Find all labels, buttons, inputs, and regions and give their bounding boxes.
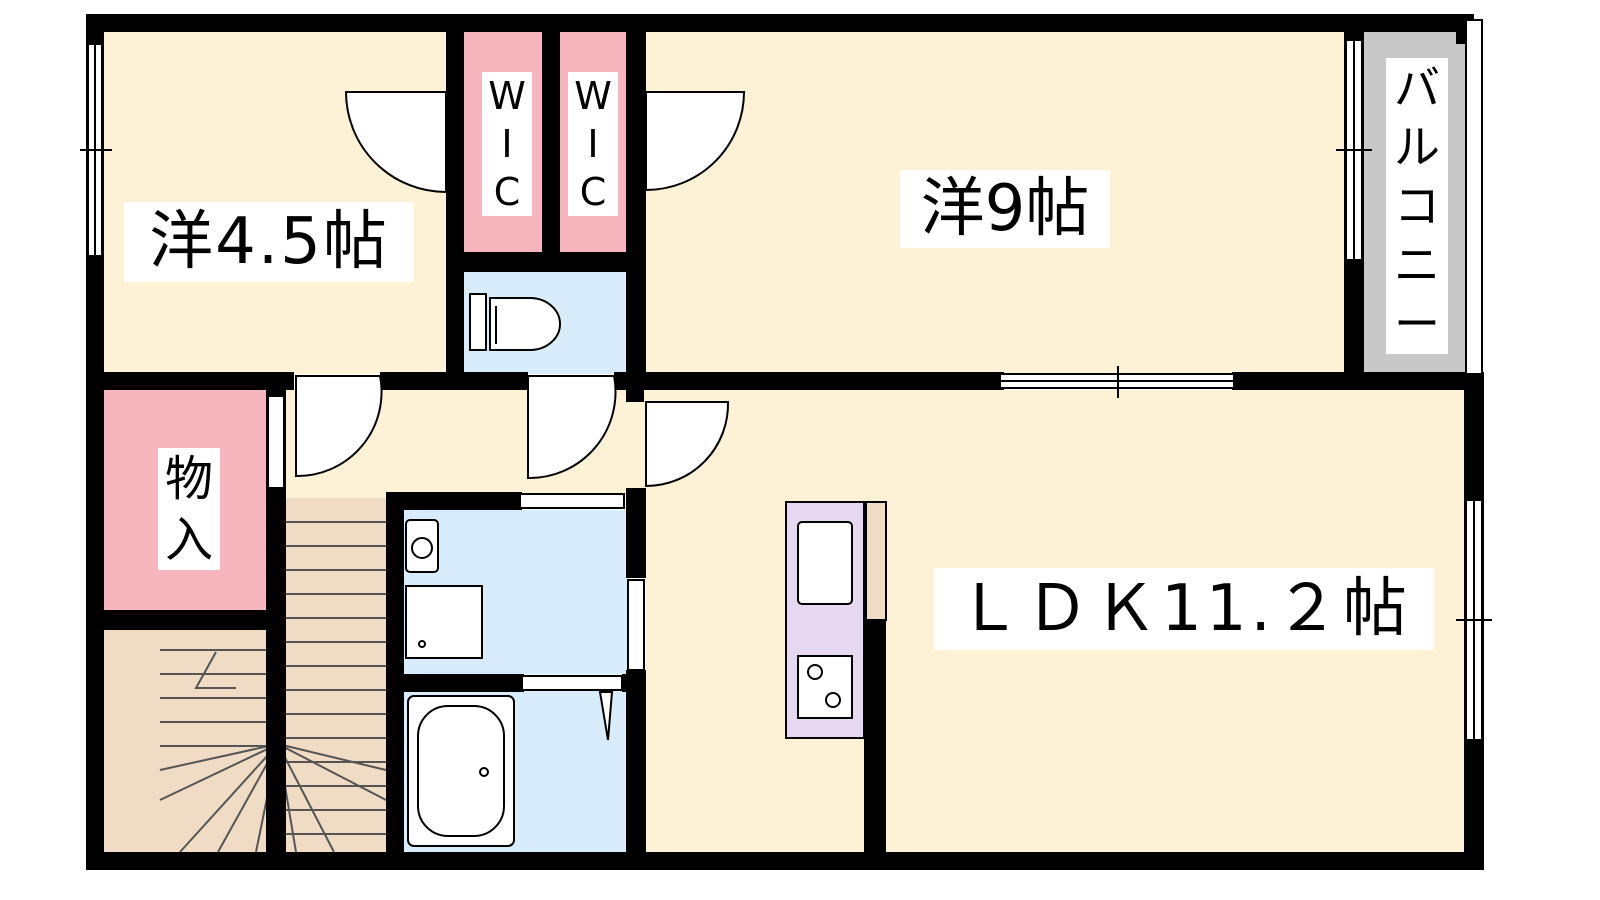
balcony-char: ル bbox=[1394, 119, 1440, 174]
wic-right-char: I bbox=[587, 122, 599, 166]
stairs-upper bbox=[286, 498, 390, 628]
storage-char: 入 bbox=[164, 511, 213, 568]
label-storage: 物 入 bbox=[158, 448, 220, 570]
wic-left-char: I bbox=[501, 122, 513, 166]
windows bbox=[80, 19, 1492, 741]
stairs-area bbox=[104, 628, 390, 854]
bathtub bbox=[407, 691, 614, 847]
toilet-fixture bbox=[469, 293, 561, 351]
wic-left-char: W bbox=[488, 74, 526, 118]
label-wic-right: W I C bbox=[568, 72, 618, 216]
label-balcony: バ ル コ ニ ー bbox=[1386, 58, 1448, 354]
balcony-char: バ bbox=[1394, 60, 1440, 115]
kitchen-counter bbox=[785, 501, 887, 739]
balcony-char: コ bbox=[1394, 178, 1440, 233]
label-wic-left: W I C bbox=[482, 72, 532, 216]
label-western-small: 洋4.5帖 bbox=[124, 202, 414, 282]
wic-right-char: C bbox=[579, 170, 607, 214]
balcony-char: ー bbox=[1394, 297, 1440, 352]
label-western-large: 洋9帖 bbox=[900, 170, 1110, 248]
label-ldk: ＬＤＫ11.２帖 bbox=[934, 568, 1434, 650]
wic-right-char: W bbox=[574, 74, 612, 118]
storage-char: 物 bbox=[164, 450, 213, 507]
washroom-fixtures bbox=[405, 519, 483, 659]
wic-left-char: C bbox=[493, 170, 521, 214]
door-swings bbox=[295, 91, 746, 488]
balcony-char: ニ bbox=[1394, 238, 1440, 293]
